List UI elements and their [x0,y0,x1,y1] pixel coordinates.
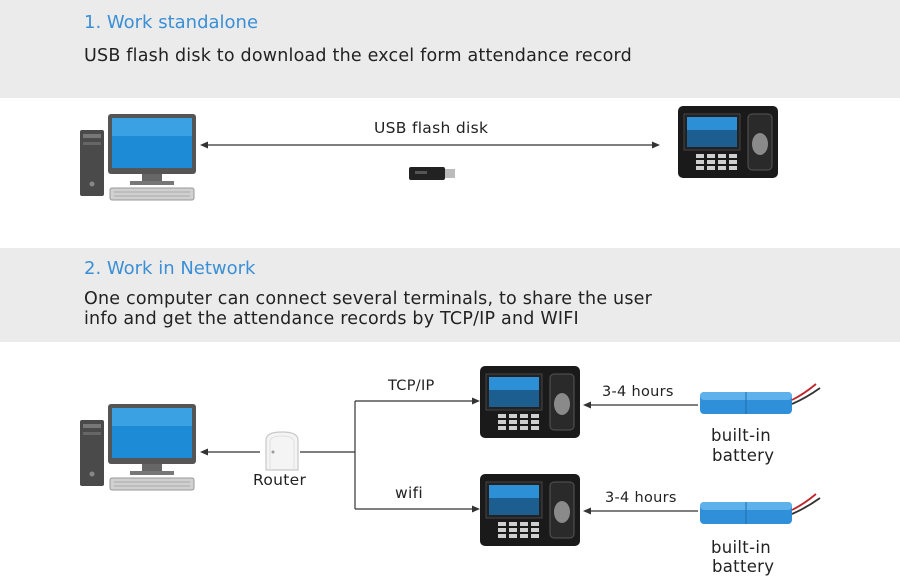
battery-icon [700,383,821,414]
desktop-computer-icon [80,404,196,491]
tcp-ip-label: TCP/IP [388,378,435,394]
section1-header-band: 1. Work standalone USB flash disk to dow… [0,0,900,98]
battery-label-bottom-line2: battery [712,557,775,576]
battery-label-bottom-line1: built-in [711,538,771,557]
section2-description-line1: One computer can connect several termina… [84,289,653,309]
battery-label-top-line1: built-in [711,426,771,445]
section1-title: 1. Work standalone [84,12,259,33]
battery-to-terminal-arrow-bottom [583,507,698,515]
hours-label-top: 3-4 hours [602,384,674,400]
battery-to-terminal-arrow-top [583,401,698,409]
usb-link-arrow [200,141,660,149]
section1-description: USB flash disk to download the excel for… [84,46,632,66]
section2-title: 2. Work in Network [84,258,256,279]
battery-icon [700,493,821,524]
attendance-terminal-icon [480,474,580,546]
usb-flash-disk-icon [409,167,455,180]
battery-label-top-line2: battery [712,446,775,465]
router-label: Router [253,471,307,489]
usb-link-label: USB flash disk [374,119,489,137]
section2-header-band: 2. Work in Network One computer can conn… [0,248,900,342]
wifi-label: wifi [395,484,423,502]
section2-description-line2: info and get the attendance records by T… [84,309,579,329]
attendance-terminal-icon [678,106,778,178]
attendance-terminal-icon [480,366,580,438]
router-icon [265,431,299,471]
router-to-computer-arrow [200,448,260,456]
network-branch-lines [300,397,480,513]
desktop-computer-icon [80,114,196,201]
hours-label-bottom: 3-4 hours [605,490,677,506]
